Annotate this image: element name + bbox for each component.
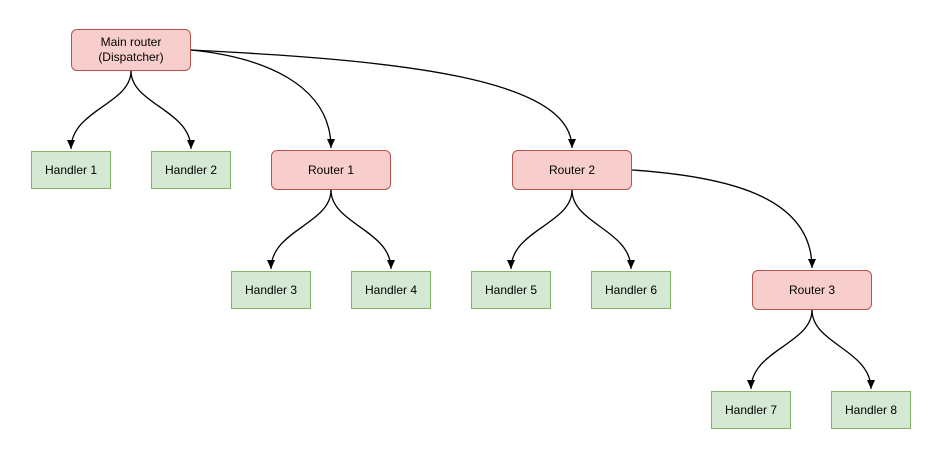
node-label: Handler 2 xyxy=(164,162,218,177)
edge-main-router-to-router-1 xyxy=(190,49,335,149)
node-label: Handler 3 xyxy=(244,282,298,297)
edge-router-1-to-handler-3 xyxy=(267,189,332,270)
node-main-router: Main router (Dispatcher) xyxy=(71,29,191,71)
edge-router-1-to-handler-4 xyxy=(330,189,395,270)
node-label: Router 1 xyxy=(307,162,355,177)
node-handler-5: Handler 5 xyxy=(471,271,551,309)
node-label: Handler 5 xyxy=(484,282,538,297)
node-label: Handler 1 xyxy=(44,162,98,177)
node-router-3: Router 3 xyxy=(752,270,872,310)
edge-main-router-to-handler-2 xyxy=(130,70,195,150)
edge-router-3-to-handler-7 xyxy=(747,309,813,390)
node-label: Router 2 xyxy=(548,162,596,177)
edge-main-router-to-router-2 xyxy=(190,49,576,149)
node-router-2: Router 2 xyxy=(512,150,632,190)
node-handler-7: Handler 7 xyxy=(711,391,791,429)
node-label: Handler 4 xyxy=(364,282,418,297)
node-handler-1: Handler 1 xyxy=(31,151,111,189)
node-label: Handler 8 xyxy=(844,402,898,417)
edge-main-router-to-handler-1 xyxy=(67,70,132,150)
node-label: Main router (Dispatcher) xyxy=(98,35,164,64)
node-label: Handler 6 xyxy=(604,282,658,297)
node-router-1: Router 1 xyxy=(271,150,391,190)
edge-router-3-to-handler-8 xyxy=(811,309,875,390)
node-label: Handler 7 xyxy=(724,402,778,417)
node-handler-4: Handler 4 xyxy=(351,271,431,309)
node-handler-8: Handler 8 xyxy=(831,391,911,429)
node-handler-3: Handler 3 xyxy=(231,271,311,309)
node-label: Router 3 xyxy=(788,282,836,297)
node-handler-2: Handler 2 xyxy=(151,151,231,189)
edge-router-2-to-handler-6 xyxy=(571,189,635,270)
edge-router-2-to-handler-5 xyxy=(507,189,573,270)
edge-router-2-to-router-3 xyxy=(631,169,816,269)
node-handler-6: Handler 6 xyxy=(591,271,671,309)
